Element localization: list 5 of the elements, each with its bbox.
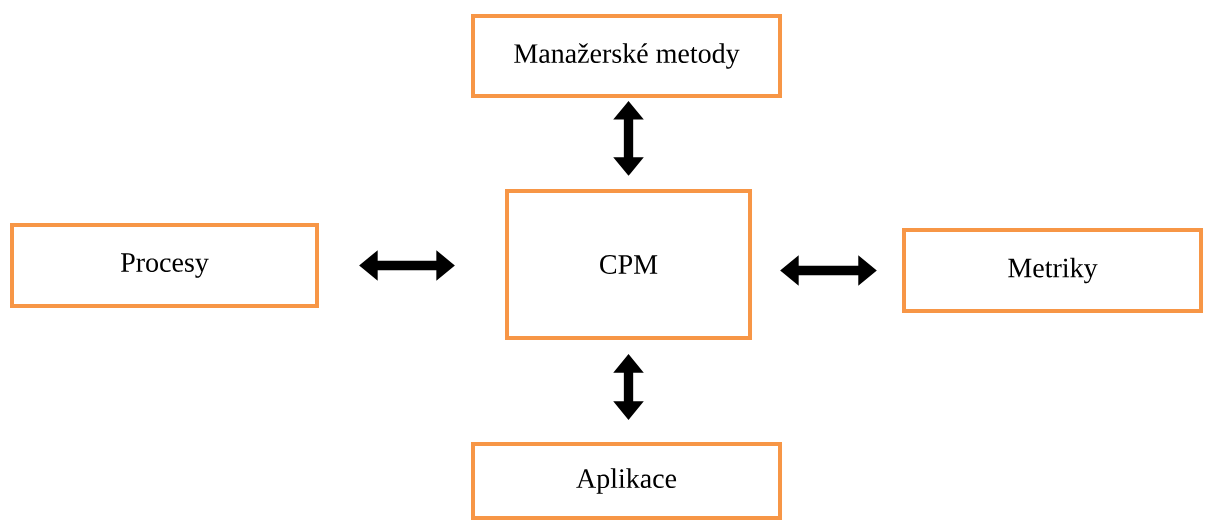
process-box: Aplikace <box>471 442 782 520</box>
process-box: Metriky <box>902 228 1203 313</box>
process-box: CPM <box>505 189 752 340</box>
process-box: Manažerské metody <box>471 14 782 98</box>
process-box: Procesy <box>10 223 319 308</box>
